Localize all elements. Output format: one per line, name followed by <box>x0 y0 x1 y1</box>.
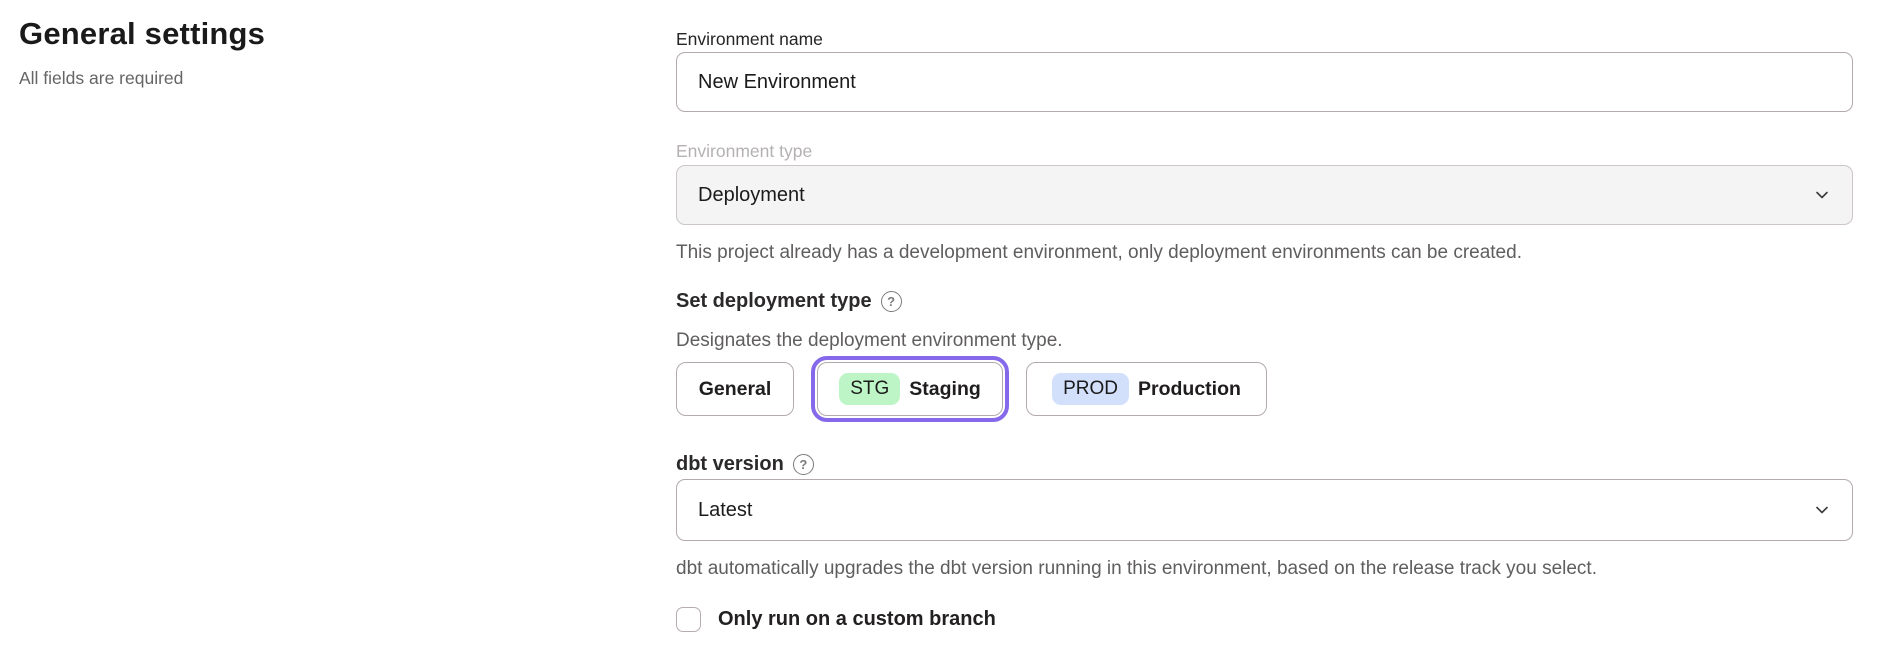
production-button-label: Production <box>1137 377 1241 400</box>
staging-button-label: Staging <box>909 377 981 400</box>
page-header: General settings All fields are required <box>19 14 265 89</box>
page-subtitle: All fields are required <box>19 68 184 88</box>
deployment-type-production-button[interactable]: PROD Production <box>1026 362 1267 416</box>
deployment-type-label-text: Set deployment type <box>676 290 872 312</box>
dbt-version-helper: dbt automatically upgrades the dbt versi… <box>676 558 1597 579</box>
deployment-type-staging-button[interactable]: STG Staging <box>811 356 1009 422</box>
environment-type-select[interactable]: Deployment <box>676 165 1853 225</box>
deployment-type-options: General STG Staging PROD Production <box>676 356 1853 422</box>
dbt-version-label-text: dbt version <box>676 453 784 475</box>
prod-badge: PROD <box>1052 373 1129 405</box>
help-icon[interactable]: ? <box>792 453 814 475</box>
dbt-version-select[interactable]: Latest <box>676 479 1853 541</box>
environment-name-label: Environment name <box>676 29 823 49</box>
environment-type-helper: This project already has a development e… <box>676 242 1522 263</box>
custom-branch-checkbox[interactable] <box>676 606 701 632</box>
custom-branch-row: Only run on a custom branch <box>676 606 1853 632</box>
deployment-type-label: Set deployment type ? <box>676 289 1853 313</box>
environment-type-label: Environment type <box>676 141 813 161</box>
dbt-version-value: Latest <box>698 498 753 521</box>
deployment-type-helper: Designates the deployment environment ty… <box>676 330 1063 351</box>
deployment-type-general-button[interactable]: General <box>676 362 794 416</box>
environment-settings-form: Environment name Environment type Deploy… <box>676 0 1853 632</box>
chevron-down-icon <box>1816 506 1828 514</box>
help-icon[interactable]: ? <box>880 290 902 312</box>
stg-badge: STG <box>839 373 901 405</box>
general-button-label: General <box>698 377 772 400</box>
custom-branch-label: Only run on a custom branch <box>718 608 996 630</box>
chevron-down-icon <box>1816 191 1828 199</box>
page-title: General settings <box>19 16 266 51</box>
environment-type-value: Deployment <box>698 183 805 206</box>
dbt-version-label: dbt version ? <box>676 452 1853 476</box>
environment-name-input[interactable] <box>676 52 1853 112</box>
